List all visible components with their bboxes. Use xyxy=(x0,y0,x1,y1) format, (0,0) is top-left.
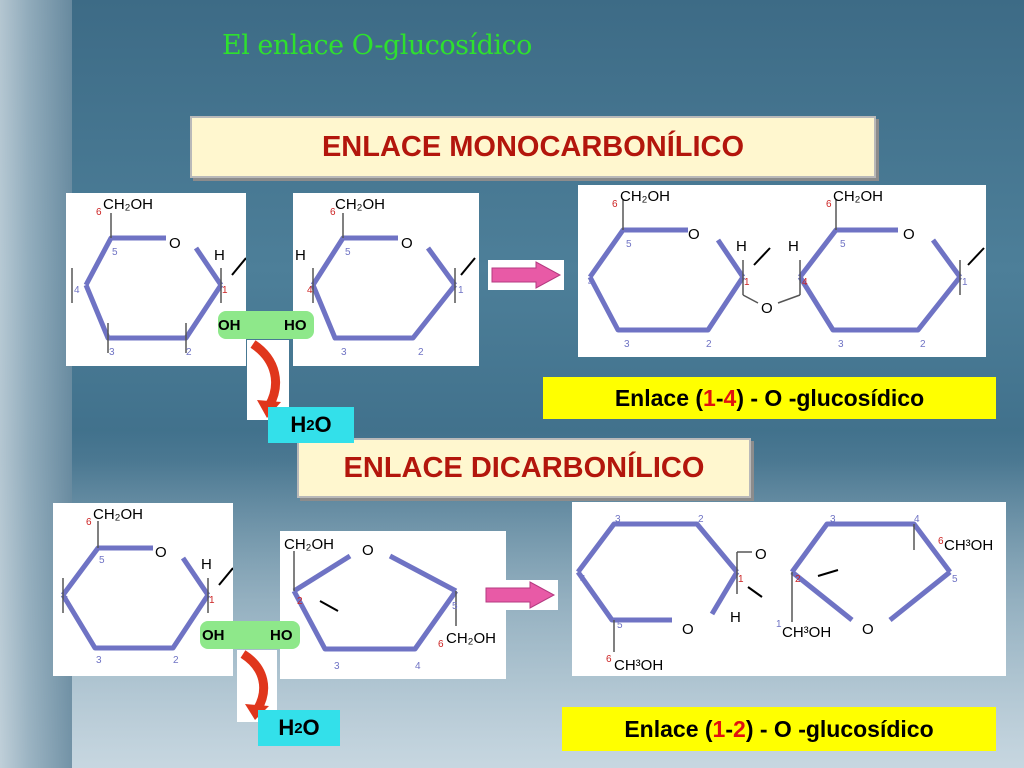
svg-text:CH₂OH: CH₂OH xyxy=(335,196,385,213)
svg-text:2: 2 xyxy=(706,339,712,350)
slide-title: El enlace O-glucosídico xyxy=(222,30,532,61)
water-elimination-arrow xyxy=(247,340,289,420)
svg-text:O: O xyxy=(761,300,773,317)
svg-text:CH₂OH: CH₂OH xyxy=(93,506,143,523)
svg-text:3: 3 xyxy=(341,347,347,358)
svg-text:6: 6 xyxy=(612,199,618,210)
svg-text:O: O xyxy=(688,226,700,243)
oh-label: OH xyxy=(218,317,241,334)
svg-text:CH³OH: CH³OH xyxy=(782,624,831,641)
dicarbonilico-result-label: Enlace (1-2) - O -glucosídico xyxy=(562,707,996,751)
dicarbonilico-heading: ENLACE DICARBONÍLICO xyxy=(297,438,751,498)
svg-text:4: 4 xyxy=(588,277,594,288)
svg-text:3: 3 xyxy=(109,347,115,358)
svg-text:1: 1 xyxy=(209,595,215,606)
svg-text:5: 5 xyxy=(840,239,846,250)
ch2oh-label: CH₂OH xyxy=(103,196,153,213)
monocarbonilico-heading: ENLACE MONOCARBONÍLICO xyxy=(190,116,876,178)
svg-text:3: 3 xyxy=(615,514,621,525)
svg-text:6: 6 xyxy=(86,517,92,528)
maltose-product: CH₂OH 6 CH₂OH 6 O O H H O 5 5 4 4 1 1 3 … xyxy=(578,185,986,357)
svg-text:5: 5 xyxy=(452,601,458,612)
svg-text:6: 6 xyxy=(438,639,444,650)
svg-text:H: H xyxy=(214,247,225,264)
svg-text:5: 5 xyxy=(952,574,958,585)
glucose-ring-c: CH₂OH 6 O H 5 4 3 2 1 xyxy=(53,503,233,676)
svg-text:2: 2 xyxy=(186,347,192,358)
svg-text:3: 3 xyxy=(624,339,630,350)
ho-label: HO xyxy=(284,317,307,334)
svg-text:1: 1 xyxy=(962,277,968,288)
fructose-ring: CH₂OH O 2 5 CH₂OH 6 3 4 xyxy=(280,531,506,679)
oh-label-bottom: OH xyxy=(202,627,225,644)
svg-text:4: 4 xyxy=(63,595,69,606)
svg-text:CH₂OH: CH₂OH xyxy=(446,630,496,647)
reaction-arrow-bottom xyxy=(482,580,558,610)
svg-text:4: 4 xyxy=(307,285,313,296)
glucose-ring-b: CH₂OH 6 O H 5 4 3 2 1 xyxy=(293,193,479,366)
svg-text:1: 1 xyxy=(738,574,744,585)
svg-text:O: O xyxy=(755,546,767,563)
svg-text:4: 4 xyxy=(415,661,421,672)
svg-text:5: 5 xyxy=(99,555,105,566)
svg-text:1: 1 xyxy=(776,619,782,630)
svg-text:CH₂OH: CH₂OH xyxy=(284,536,334,553)
glucose-ring-a: CH₂OH 6 O H 5 4 3 2 1 xyxy=(66,193,246,366)
svg-text:H: H xyxy=(736,238,747,255)
svg-text:4: 4 xyxy=(802,277,808,288)
svg-text:O: O xyxy=(155,544,167,561)
svg-text:O: O xyxy=(862,621,874,638)
svg-text:2: 2 xyxy=(173,655,179,666)
svg-text:H: H xyxy=(295,247,306,264)
ho-label-bottom: HO xyxy=(270,627,293,644)
svg-text:H: H xyxy=(788,238,799,255)
svg-text:O: O xyxy=(682,621,694,638)
svg-text:H: H xyxy=(730,609,741,626)
oh-ho-pill: OH HO xyxy=(218,311,314,339)
svg-text:3: 3 xyxy=(334,661,340,672)
svg-text:2: 2 xyxy=(698,514,704,525)
svg-text:4: 4 xyxy=(580,574,586,585)
svg-text:4: 4 xyxy=(914,514,920,525)
svg-text:2: 2 xyxy=(795,574,801,585)
svg-text:6: 6 xyxy=(826,199,832,210)
reaction-arrow xyxy=(488,260,564,290)
svg-text:O: O xyxy=(362,542,374,559)
sucrose-product: 3 2 3 4 O CH³OH 6 4 1 2 5 5 O O H 1 CH³O… xyxy=(572,502,1006,676)
svg-text:2: 2 xyxy=(418,347,424,358)
svg-text:O: O xyxy=(903,226,915,243)
svg-text:3: 3 xyxy=(838,339,844,350)
svg-text:6: 6 xyxy=(330,207,336,218)
svg-text:5: 5 xyxy=(345,247,351,258)
svg-text:O: O xyxy=(401,235,413,252)
svg-text:2: 2 xyxy=(297,596,303,607)
svg-text:5: 5 xyxy=(626,239,632,250)
svg-text:6: 6 xyxy=(96,207,102,218)
oh-ho-pill-bottom: OH HO xyxy=(200,621,300,649)
svg-text:3: 3 xyxy=(830,514,836,525)
svg-text:1: 1 xyxy=(744,277,750,288)
svg-text:CH₂OH: CH₂OH xyxy=(620,188,670,205)
svg-text:H: H xyxy=(201,556,212,573)
svg-text:3: 3 xyxy=(96,655,102,666)
svg-text:4: 4 xyxy=(74,285,80,296)
monocarbonilico-result-label: Enlace (1-4) - O -glucosídico xyxy=(543,377,996,419)
svg-text:6: 6 xyxy=(938,536,944,547)
svg-text:CH³OH: CH³OH xyxy=(614,657,663,674)
svg-text:6: 6 xyxy=(606,654,612,665)
svg-text:CH₂OH: CH₂OH xyxy=(833,188,883,205)
svg-text:5: 5 xyxy=(617,620,623,631)
svg-text:CH³OH: CH³OH xyxy=(944,537,993,554)
svg-text:5: 5 xyxy=(112,247,118,258)
svg-text:2: 2 xyxy=(920,339,926,350)
svg-text:1: 1 xyxy=(458,285,464,296)
svg-text:O: O xyxy=(169,235,181,252)
svg-text:1: 1 xyxy=(222,285,228,296)
